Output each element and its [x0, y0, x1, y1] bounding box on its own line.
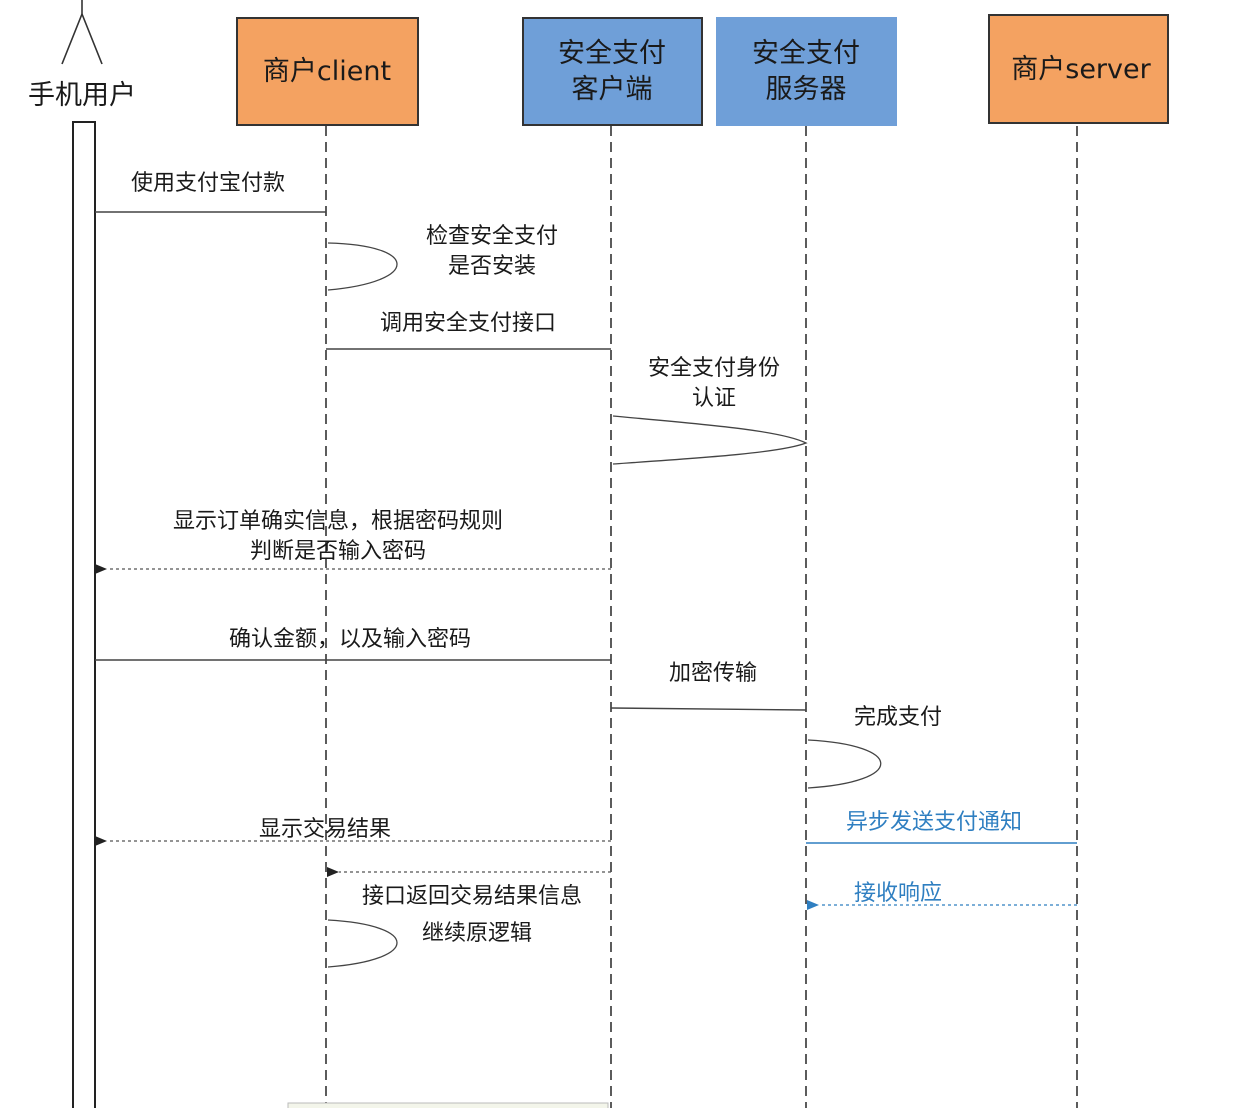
message-3-label: 调用安全支付接口	[380, 311, 556, 336]
message-5-label-line2: 判断是否输入密码	[250, 539, 426, 564]
participant-merchant-server: 商户server	[988, 14, 1169, 124]
participant-merchant-client: 商户client	[236, 17, 419, 126]
message-8-self-loop	[807, 739, 882, 789]
message-4-label-line2: 认证	[692, 386, 736, 411]
actor-activation-bar	[72, 121, 96, 1108]
message-7-label: 加密传输	[669, 661, 757, 686]
message-2-label-line1: 检查安全支付	[426, 224, 558, 249]
message-2-self-loop	[327, 242, 398, 291]
message-4-label-line1: 安全支付身份	[648, 356, 780, 381]
participant-secure-client: 安全支付 客户端	[522, 17, 703, 126]
message-2-label-line2: 是否安装	[448, 254, 536, 279]
message-10-label: 异步发送支付通知	[846, 810, 1022, 835]
participant-secure-server-line2: 服务器	[766, 74, 847, 105]
message-11-self-loop	[327, 919, 398, 968]
participant-secure-client-line2: 客户端	[572, 74, 653, 105]
message-12-label: 接收响应	[854, 881, 942, 906]
participant-secure-client-line1: 安全支付	[558, 38, 666, 69]
message-11-label-line1: 接口返回交易结果信息	[362, 884, 582, 909]
participant-secure-server-box	[716, 17, 897, 126]
message-8-label: 完成支付	[854, 705, 942, 730]
participant-merchant-client-box	[236, 17, 419, 126]
message-7-line	[610, 707, 807, 711]
message-9-label: 显示交易结果	[259, 817, 391, 842]
participant-secure-server: 安全支付 服务器	[716, 17, 897, 126]
actor-figure	[61, 0, 103, 65]
participant-merchant-server-box	[988, 14, 1169, 124]
message-1-label: 使用支付宝付款	[131, 171, 285, 196]
participant-secure-client-box	[522, 17, 703, 126]
message-6-label: 确认金额，以及输入密码	[229, 627, 471, 652]
message-11-label-line2: 继续原逻辑	[422, 921, 532, 946]
participant-secure-server-line1: 安全支付	[752, 38, 860, 69]
participant-merchant-client-label: 商户client	[263, 56, 391, 87]
message-5-label-line1: 显示订单确实信息，根据密码规则	[173, 509, 503, 534]
bottom-box-edge	[287, 1102, 609, 1108]
participant-merchant-server-label: 商户server	[1011, 54, 1151, 85]
actor-label: 手机用户	[28, 80, 136, 111]
message-4-loop	[612, 415, 808, 465]
